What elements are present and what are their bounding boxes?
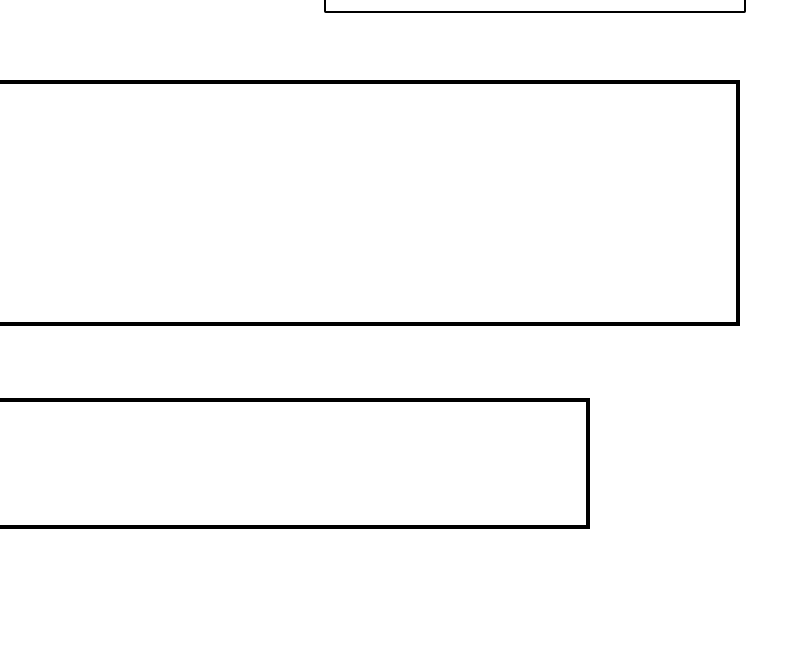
middle-panel — [0, 80, 740, 326]
bottom-panel — [0, 398, 590, 529]
top-right-panel — [324, 0, 746, 13]
